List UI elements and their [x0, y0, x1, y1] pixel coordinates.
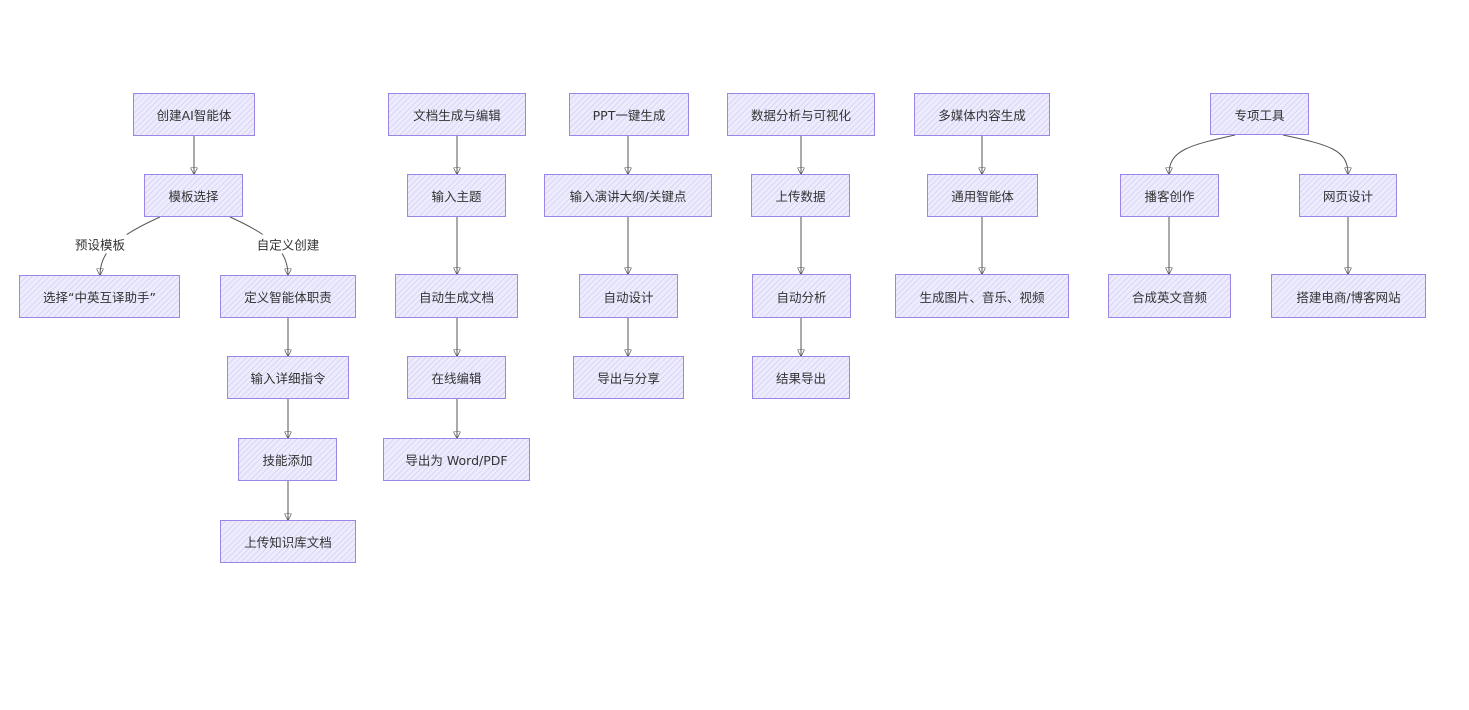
edge-tools-to-podcast [1169, 134, 1236, 174]
node-add-skills[interactable]: 技能添加 [238, 438, 337, 481]
node-define-role[interactable]: 定义智能体职责 [220, 275, 356, 318]
node-auto-analysis[interactable]: 自动分析 [752, 274, 851, 318]
node-doc-gen[interactable]: 文档生成与编辑 [388, 93, 526, 136]
node-podcast[interactable]: 播客创作 [1120, 174, 1219, 217]
node-upload-data[interactable]: 上传数据 [751, 174, 850, 217]
node-input-outline[interactable]: 输入演讲大纲/关键点 [544, 174, 712, 217]
node-upload-kb[interactable]: 上传知识库文档 [220, 520, 356, 563]
node-general-agent[interactable]: 通用智能体 [927, 174, 1038, 217]
node-gen-media[interactable]: 生成图片、音乐、视频 [895, 274, 1069, 318]
edge-tools-to-web [1282, 134, 1348, 174]
node-export-results[interactable]: 结果导出 [752, 356, 850, 399]
node-data-analysis[interactable]: 数据分析与可视化 [727, 93, 875, 136]
node-build-site[interactable]: 搭建电商/博客网站 [1271, 274, 1426, 318]
node-choose-translator[interactable]: 选择“中英互译助手” [19, 275, 180, 318]
node-input-topic[interactable]: 输入主题 [407, 174, 506, 217]
node-auto-design[interactable]: 自动设计 [579, 274, 678, 318]
node-auto-gen-doc[interactable]: 自动生成文档 [395, 274, 518, 318]
edge-label-preset: 预设模板 [72, 234, 128, 254]
node-ppt-gen[interactable]: PPT一键生成 [569, 93, 689, 136]
edge-label-custom: 自定义创建 [254, 234, 322, 254]
node-export-share[interactable]: 导出与分享 [573, 356, 684, 399]
node-template-select[interactable]: 模板选择 [144, 174, 243, 217]
node-special-tools[interactable]: 专项工具 [1210, 93, 1309, 135]
node-online-edit[interactable]: 在线编辑 [407, 356, 506, 399]
node-synth-audio[interactable]: 合成英文音频 [1108, 274, 1231, 318]
node-input-instructions[interactable]: 输入详细指令 [227, 356, 349, 399]
node-create-agent[interactable]: 创建AI智能体 [133, 93, 255, 136]
node-export-word-pdf[interactable]: 导出为 Word/PDF [383, 438, 530, 481]
node-web-design[interactable]: 网页设计 [1299, 174, 1397, 217]
node-multimedia[interactable]: 多媒体内容生成 [914, 93, 1050, 136]
